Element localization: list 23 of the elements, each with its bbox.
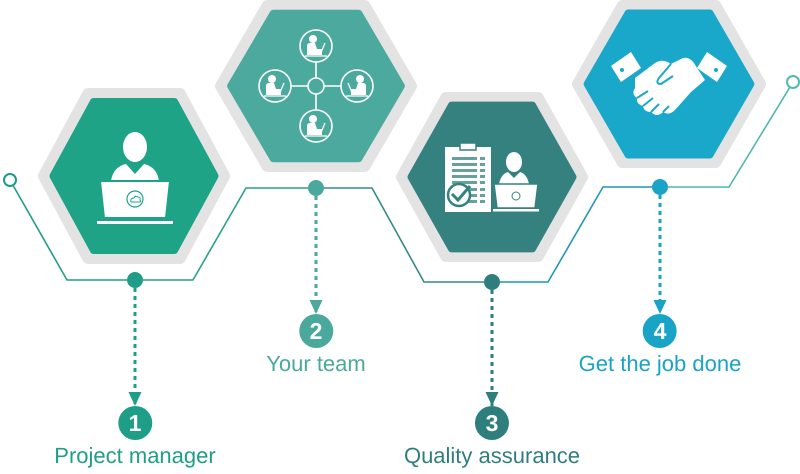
junction-dot-icon: [127, 272, 143, 288]
step-label: Your team: [266, 351, 366, 377]
junction-dot-icon: [484, 274, 500, 290]
connector-line: [12, 186, 127, 281]
dotted-arrow: [486, 290, 498, 406]
junction-dot-icon: [652, 179, 668, 195]
end-ring-icon: [3, 173, 17, 187]
dotted-arrow: [654, 195, 666, 314]
junction-dot-icon: [308, 180, 324, 196]
connector-line: [324, 187, 484, 283]
dotted-arrow: [128, 288, 142, 406]
step-number: 4: [643, 314, 677, 348]
step-number: 3: [475, 406, 509, 440]
step-label: Quality assurance: [404, 443, 580, 469]
step-number: 1: [118, 406, 152, 440]
step-label: Project manager: [54, 443, 216, 469]
dotted-arrow: [310, 196, 322, 314]
connector-line: [143, 187, 308, 281]
connector-line: [668, 88, 790, 188]
step-label: Get the job done: [578, 351, 742, 377]
end-ring-icon: [786, 75, 800, 89]
connector-line: [500, 186, 652, 283]
step-number: 2: [299, 314, 333, 348]
